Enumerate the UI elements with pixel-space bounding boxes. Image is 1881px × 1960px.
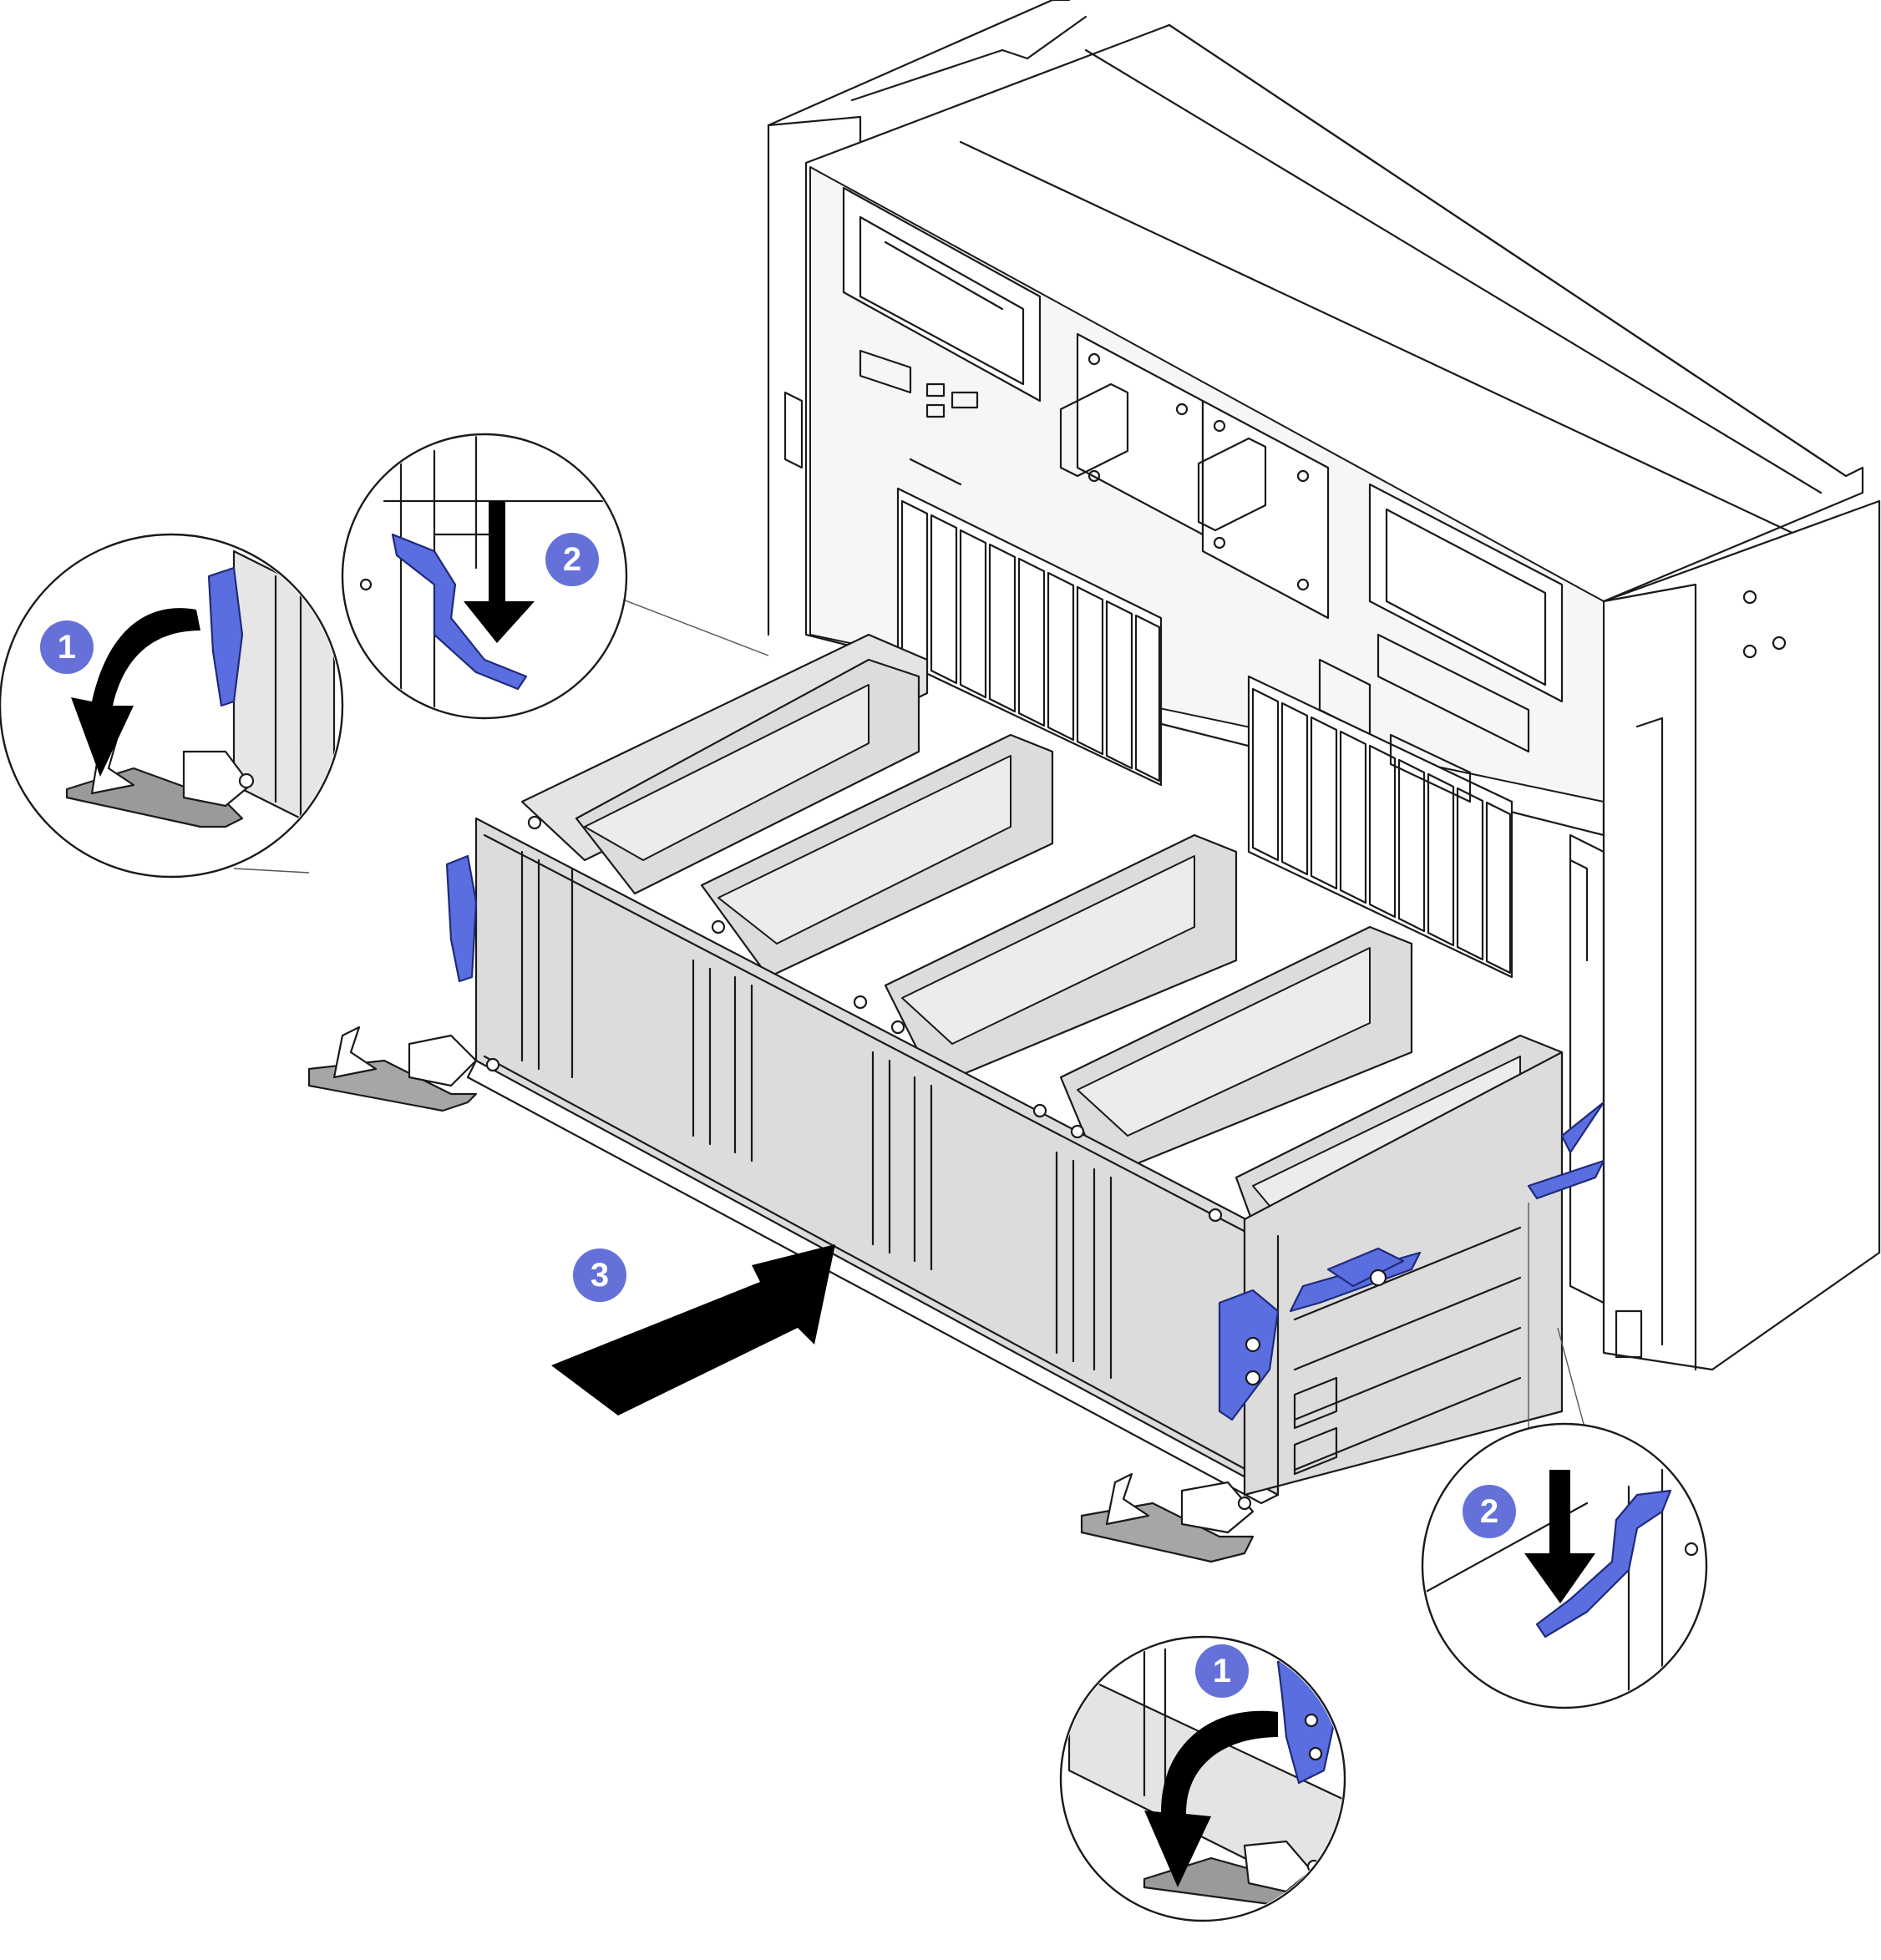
svg-text:2: 2 [1480, 1493, 1498, 1530]
svg-text:1: 1 [1213, 1653, 1231, 1689]
curved-arrow-icon [1144, 1710, 1278, 1887]
badge-step1-left: 1 [40, 620, 94, 674]
badge-step2-right: 2 [1463, 1485, 1516, 1538]
svg-text:3: 3 [591, 1257, 609, 1294]
curved-arrow-icon [71, 608, 200, 777]
svg-text:2: 2 [563, 541, 581, 578]
straight-arrow-icon [551, 1244, 835, 1416]
callout-step1-left [0, 533, 344, 879]
drive-bay-left [896, 487, 1163, 787]
down-arrow-icon [1524, 1470, 1595, 1603]
drive-bay-right [1247, 675, 1513, 979]
gpu-cage [307, 633, 1605, 1563]
svg-text:1: 1 [58, 629, 76, 666]
badge-step3: 3 [573, 1248, 626, 1302]
badge-step2-top: 2 [545, 533, 599, 586]
server-chassis [767, 0, 1881, 1371]
badge-step1-bottom: 1 [1195, 1644, 1249, 1698]
callout-step1-bottom [1059, 1635, 1346, 1922]
down-arrow-icon [464, 501, 535, 643]
callout-step2-top [341, 433, 769, 720]
